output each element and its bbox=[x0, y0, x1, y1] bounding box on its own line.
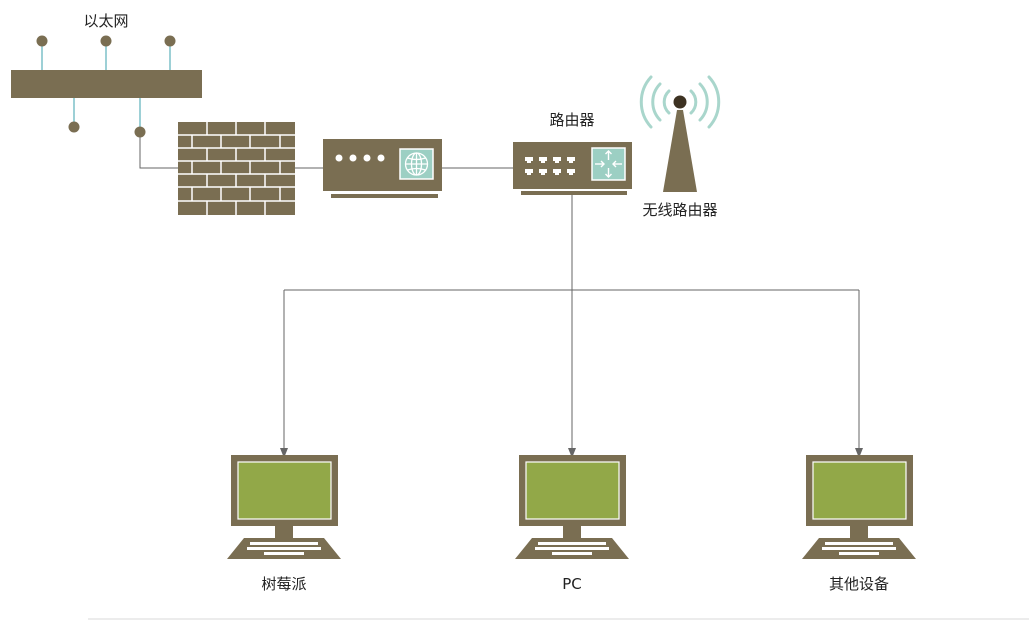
modem-icon bbox=[323, 139, 442, 198]
wireless-tower-icon bbox=[639, 75, 721, 192]
computer-icon bbox=[227, 455, 341, 559]
computer-icon bbox=[802, 455, 916, 559]
firewall-icon bbox=[178, 122, 295, 215]
computer-icon bbox=[515, 455, 629, 559]
link-ethernet-firewall bbox=[139, 137, 178, 169]
raspberry-pi-label: 树莓派 bbox=[261, 575, 306, 593]
ethernet-bus-icon bbox=[11, 35, 202, 138]
router-icon bbox=[513, 142, 632, 195]
wireless-router-label: 无线路由器 bbox=[642, 201, 717, 219]
other-devices-label: 其他设备 bbox=[829, 575, 889, 593]
ethernet-label: 以太网 bbox=[83, 12, 128, 30]
router-label: 路由器 bbox=[549, 111, 594, 129]
globe-icon bbox=[404, 152, 429, 176]
pc-label: PC bbox=[562, 575, 582, 593]
router-arrows-icon bbox=[595, 150, 622, 178]
